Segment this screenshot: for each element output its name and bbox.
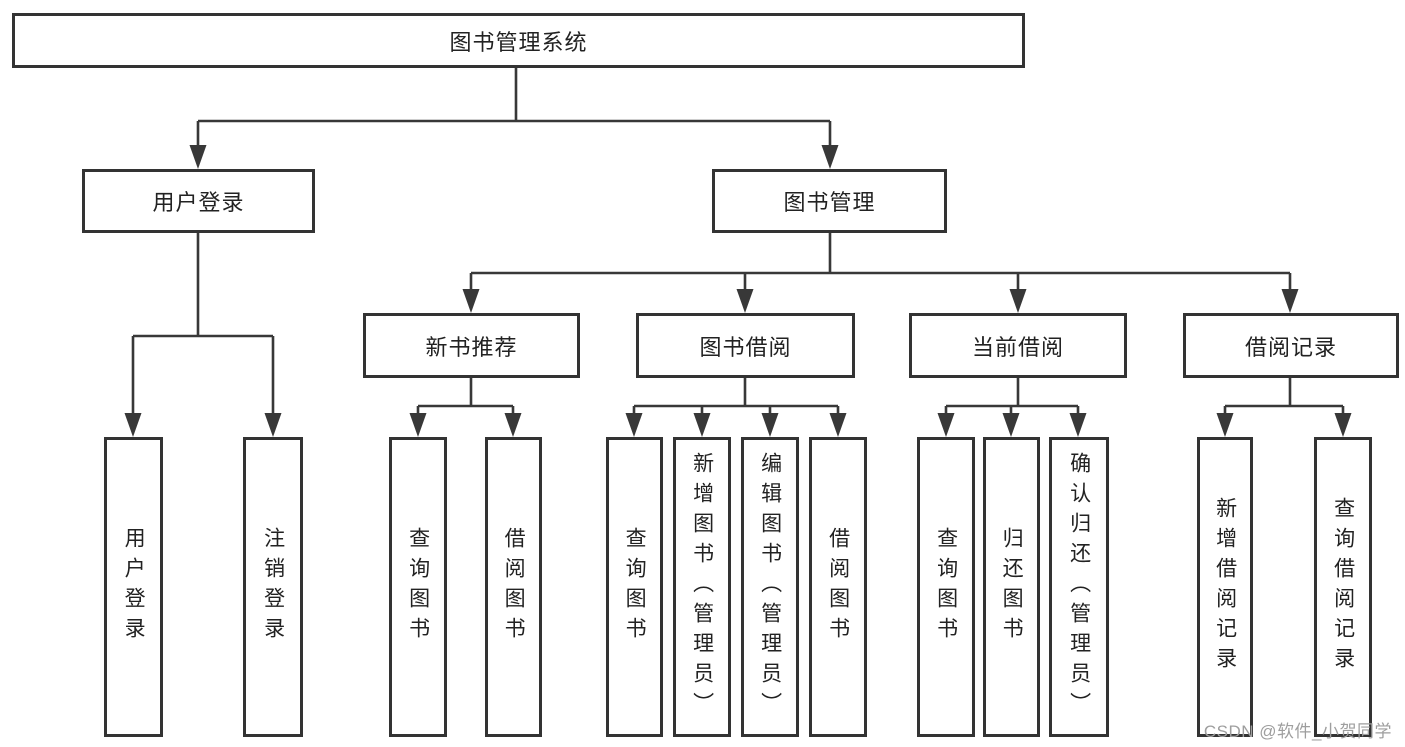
node-recommend-query-books-label: 查询图书 bbox=[406, 527, 430, 647]
node-borrowing-query-books: 查询图书 bbox=[606, 437, 663, 737]
node-book-borrowing: 图书借阅 bbox=[636, 313, 855, 378]
node-borrowing-borrow-books: 借阅图书 bbox=[809, 437, 867, 737]
node-records-add-record-label: 新增借阅记录 bbox=[1213, 497, 1237, 677]
connector-user-login-children bbox=[131, 233, 275, 418]
node-current-borrowing: 当前借阅 bbox=[909, 313, 1127, 378]
arrowhead bbox=[693, 413, 711, 437]
connector-borrowing-children bbox=[632, 377, 840, 418]
node-current-borrowing-label: 当前借阅 bbox=[971, 334, 1064, 360]
arrowhead bbox=[124, 413, 142, 437]
arrowhead bbox=[1281, 289, 1299, 313]
arrowhead bbox=[1334, 413, 1352, 437]
node-borrowing-add-books-admin-label: 新增图书（管理员） bbox=[690, 452, 714, 722]
node-borrowing-edit-books-admin: 编辑图书（管理员） bbox=[741, 437, 799, 737]
connector-book-mgmt-children bbox=[469, 233, 1292, 294]
node-login-action-label: 用户登录 bbox=[122, 527, 146, 647]
connector-records-children bbox=[1223, 377, 1345, 418]
node-borrowing-records-label: 借阅记录 bbox=[1244, 334, 1337, 360]
connector-current-children bbox=[944, 377, 1080, 418]
arrowhead bbox=[409, 413, 427, 437]
node-borrowing-add-books-admin: 新增图书（管理员） bbox=[673, 437, 731, 737]
arrowhead bbox=[1216, 413, 1234, 437]
arrowhead bbox=[829, 413, 847, 437]
node-current-query-books: 查询图书 bbox=[917, 437, 975, 737]
arrowhead bbox=[736, 289, 754, 313]
node-recommend-borrow-books-label: 借阅图书 bbox=[502, 527, 526, 647]
node-book-borrowing-label: 图书借阅 bbox=[699, 334, 792, 360]
node-user-login: 用户登录 bbox=[82, 169, 315, 233]
node-current-confirm-return-admin-label: 确认归还（管理员） bbox=[1067, 452, 1091, 722]
node-library-system-label: 图书管理系统 bbox=[449, 29, 588, 55]
node-records-query-record-label: 查询借阅记录 bbox=[1331, 497, 1355, 677]
arrowhead bbox=[937, 413, 955, 437]
arrowhead bbox=[761, 413, 779, 437]
node-logout-action-label: 注销登录 bbox=[261, 527, 285, 647]
node-borrowing-query-books-label: 查询图书 bbox=[623, 527, 647, 647]
node-current-return-books: 归还图书 bbox=[983, 437, 1040, 737]
node-new-book-recommend: 新书推荐 bbox=[363, 313, 580, 378]
connector-root-to-level2 bbox=[196, 67, 832, 150]
node-recommend-query-books: 查询图书 bbox=[389, 437, 447, 737]
arrowhead bbox=[1002, 413, 1020, 437]
arrowhead bbox=[504, 413, 522, 437]
node-book-management-label: 图书管理 bbox=[783, 190, 876, 215]
node-current-return-books-label: 归还图书 bbox=[1000, 527, 1024, 647]
node-book-management: 图书管理 bbox=[712, 169, 947, 233]
node-current-confirm-return-admin: 确认归还（管理员） bbox=[1049, 437, 1109, 737]
arrowhead bbox=[1009, 289, 1027, 313]
node-borrowing-borrow-books-label: 借阅图书 bbox=[826, 527, 850, 647]
arrowhead bbox=[1069, 413, 1087, 437]
node-borrowing-records: 借阅记录 bbox=[1183, 313, 1399, 378]
arrowhead bbox=[189, 145, 207, 169]
node-recommend-borrow-books: 借阅图书 bbox=[485, 437, 542, 737]
node-records-query-record: 查询借阅记录 bbox=[1314, 437, 1372, 737]
node-borrowing-edit-books-admin-label: 编辑图书（管理员） bbox=[758, 452, 782, 722]
arrowhead bbox=[821, 145, 839, 169]
arrowhead bbox=[625, 413, 643, 437]
node-logout-action: 注销登录 bbox=[243, 437, 303, 737]
node-library-system: 图书管理系统 bbox=[12, 13, 1025, 68]
arrowhead bbox=[462, 289, 480, 313]
csdn-watermark: CSDN @软件_小贺同学 bbox=[1203, 722, 1392, 741]
node-current-query-books-label: 查询图书 bbox=[934, 527, 958, 647]
node-login-action: 用户登录 bbox=[104, 437, 163, 737]
node-new-book-recommend-label: 新书推荐 bbox=[425, 334, 518, 360]
node-user-login-label: 用户登录 bbox=[152, 190, 245, 215]
connector-new-book-children bbox=[416, 377, 515, 418]
node-records-add-record: 新增借阅记录 bbox=[1197, 437, 1253, 737]
arrowhead bbox=[264, 413, 282, 437]
